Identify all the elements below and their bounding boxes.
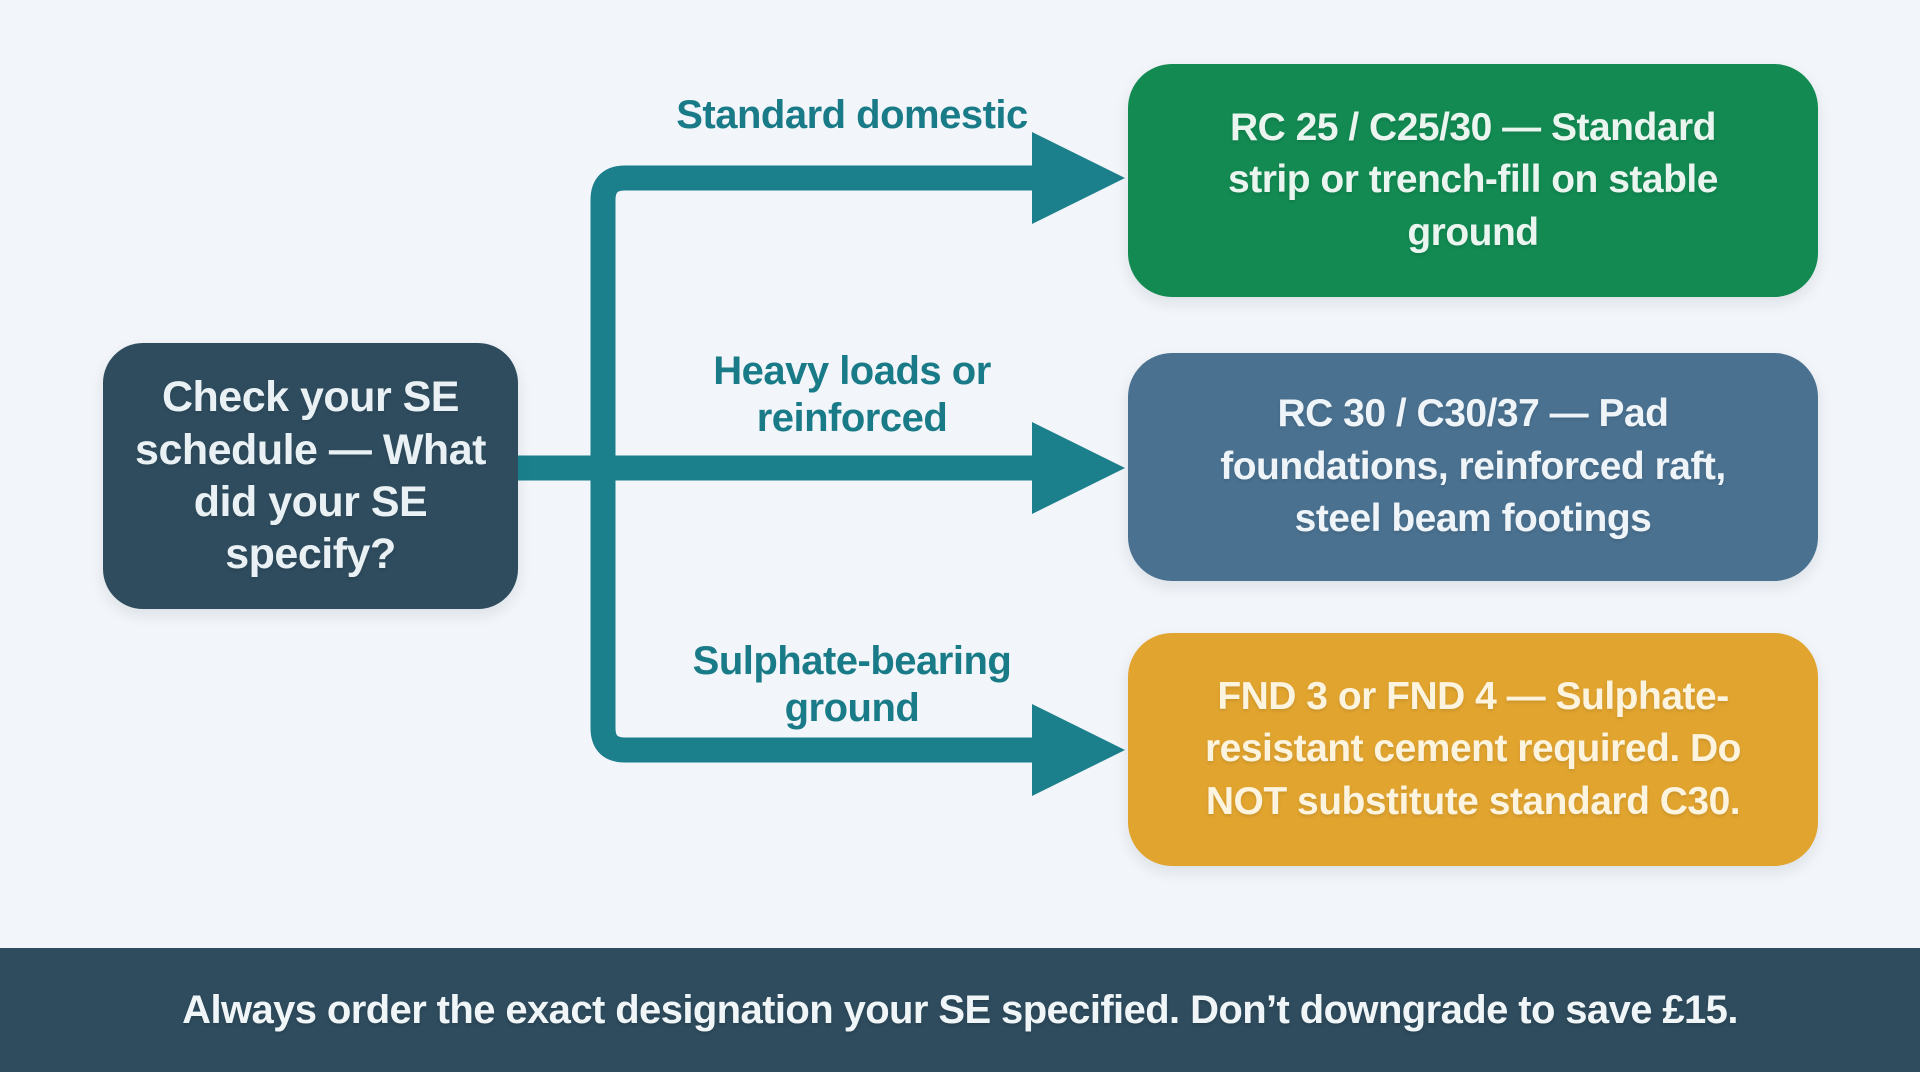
arrowhead-heavy-loads-icon — [1032, 422, 1125, 514]
result-text-fnd: FND 3 or FND 4 — Sulphate- resistant cem… — [1205, 674, 1742, 823]
branch-label-sulphate-ground: Sulphate-bearing ground — [692, 639, 1012, 731]
result-box-rc30: RC 30 / C30/37 — Pad foundations, reinfo… — [1128, 353, 1818, 581]
arrowhead-sulphate-ground-icon — [1032, 704, 1125, 796]
branch-label-heavy-loads: Heavy loads or reinforced — [713, 349, 991, 441]
footer-note-text: Always order the exact designation your … — [182, 987, 1738, 1032]
root-question-text: Check your SE schedule — What did your S… — [135, 373, 486, 579]
result-text-rc25: RC 25 / C25/30 — Standard strip or trenc… — [1228, 105, 1718, 254]
root-question-box: Check your SE schedule — What did your S… — [103, 343, 518, 609]
footer-note-bar: Always order the exact designation your … — [0, 948, 1920, 1072]
result-box-fnd: FND 3 or FND 4 — Sulphate- resistant cem… — [1128, 633, 1818, 866]
result-box-rc25: RC 25 / C25/30 — Standard strip or trenc… — [1128, 64, 1818, 297]
result-text-rc30: RC 30 / C30/37 — Pad foundations, reinfo… — [1220, 392, 1726, 541]
branch-label-standard-domestic: Standard domestic — [676, 93, 1028, 137]
arrowhead-standard-domestic-icon — [1032, 132, 1125, 224]
